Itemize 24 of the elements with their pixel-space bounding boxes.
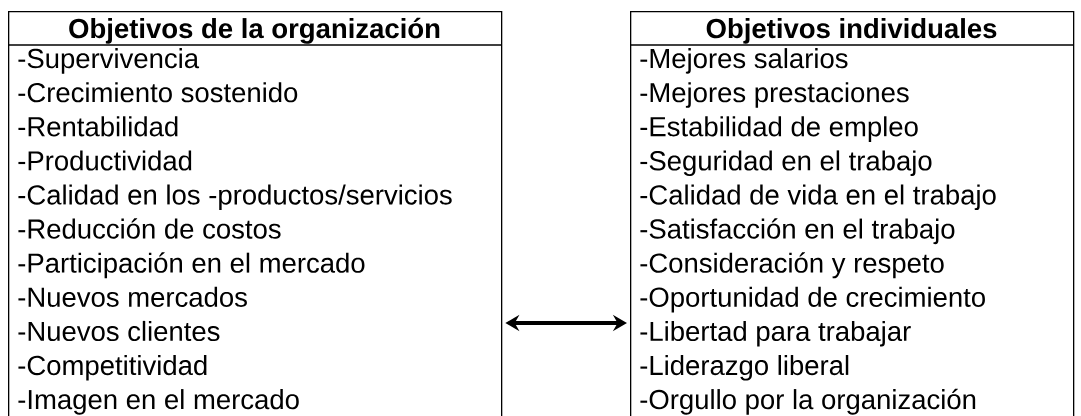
list-item: -Rentabilidad bbox=[18, 116, 178, 137]
list-item: -Mejores prestaciones bbox=[640, 82, 909, 108]
list-item: -Estabilidad de empleo bbox=[640, 116, 918, 142]
list-item: -Calidad en los -productos/servicios bbox=[18, 184, 452, 211]
list-item: -Liderazgo liberal bbox=[640, 355, 849, 381]
list-item: -Calidad de vida en el trabajo bbox=[640, 184, 996, 211]
box-heading: Objetivos de la organización bbox=[69, 17, 440, 44]
list-item: -Satisfacción en el trabajo bbox=[640, 218, 955, 245]
list-item: -Reducción de costos bbox=[18, 218, 281, 239]
box-heading: Objetivos individuales bbox=[706, 18, 997, 44]
list-item: -Orgullo por la organización bbox=[640, 388, 976, 415]
list-item: -Productividad bbox=[18, 150, 192, 171]
list-item: -Nuevos mercados bbox=[18, 286, 247, 307]
list-item: -Mejores salarios bbox=[640, 48, 848, 74]
list-item: -Consideración y respeto bbox=[640, 252, 944, 279]
list-item: -Participación en el mercado bbox=[18, 252, 365, 279]
list-item: -Oportunidad de crecimiento bbox=[640, 286, 985, 313]
list-item: -Crecimiento sostenido bbox=[18, 82, 298, 103]
list-item: -Seguridad en el trabajo bbox=[640, 150, 932, 176]
list-item: -Libertad para trabajar bbox=[640, 320, 911, 347]
list-item: -Imagen en el mercado bbox=[18, 389, 299, 415]
list-item: -Nuevos clientes bbox=[18, 320, 220, 342]
list-item: -Supervivencia bbox=[18, 48, 200, 74]
list-item: -Competitividad bbox=[18, 355, 207, 381]
